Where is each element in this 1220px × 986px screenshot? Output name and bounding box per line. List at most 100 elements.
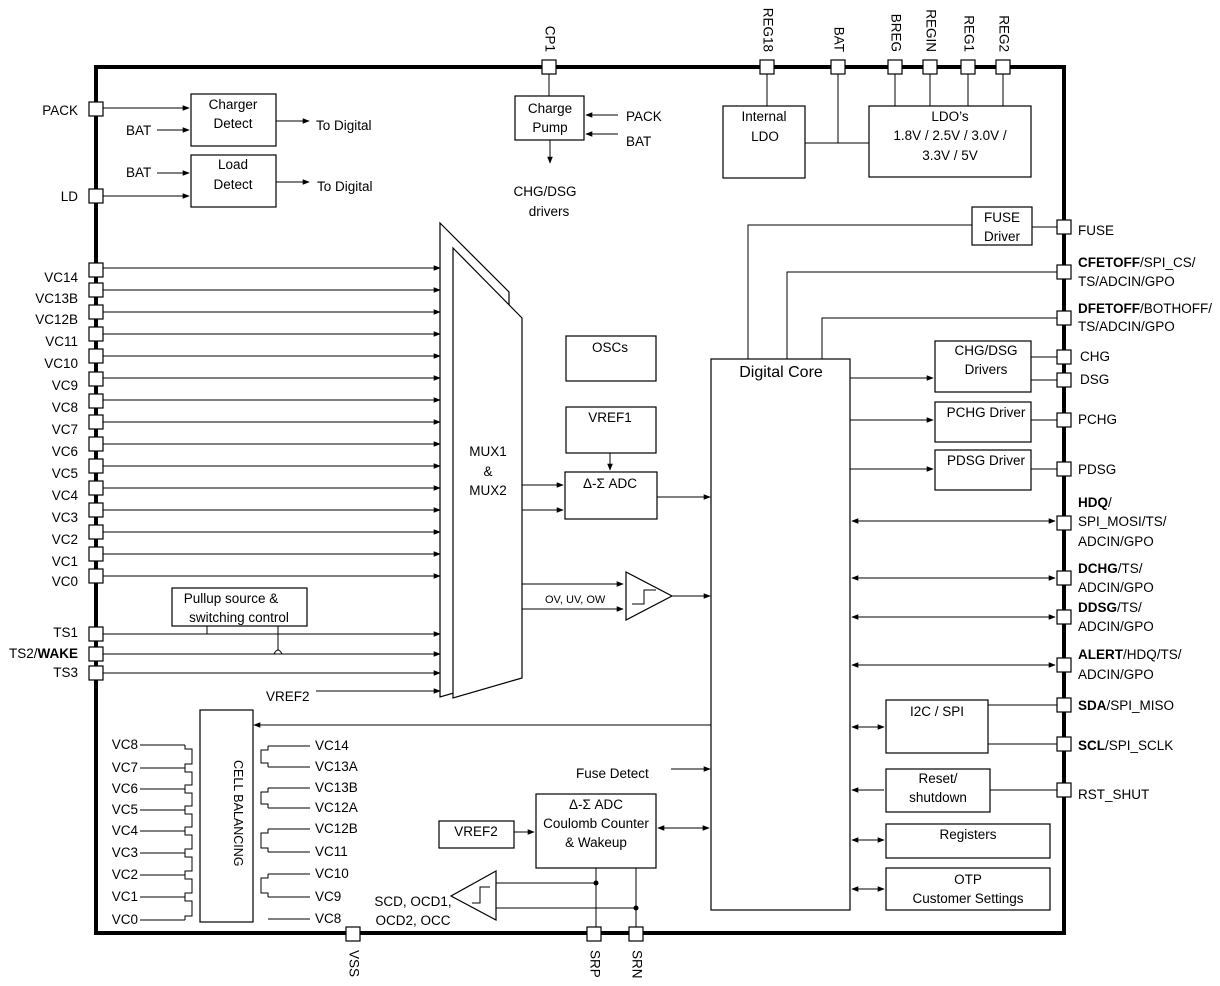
pchg-driver: PCHG Driver xyxy=(850,401,1057,443)
comparator: OV, UV, OW xyxy=(522,571,711,621)
otp-line2: Customer Settings xyxy=(912,891,1023,906)
internal-ldo-line2: LDO xyxy=(751,129,779,144)
pin-alert-bold: ALERT xyxy=(1078,647,1124,662)
vref1-label: VREF1 xyxy=(588,410,632,425)
pin-bat xyxy=(830,59,846,75)
pin-sda-label: SDA/SPI_MISO xyxy=(1078,698,1174,713)
pin-hdq-line2: SPI_MOSI/TS/ xyxy=(1078,514,1167,529)
pin-vc11-label: VC11 xyxy=(45,334,78,349)
ldos-line2: 1.8V / 2.5V / 3.0V / xyxy=(893,128,1007,143)
pin-cp1 xyxy=(541,59,557,75)
pin-hdq-line3: ADCIN/GPO xyxy=(1078,534,1154,549)
pin-alert-line2: ADCIN/GPO xyxy=(1078,667,1154,682)
balancing-left-switch xyxy=(184,853,193,875)
balancing-left-label: VC7 xyxy=(112,760,138,775)
pin-ddsg-label: DDSG/TS/ xyxy=(1078,600,1142,615)
balancing-right-label: VC12A xyxy=(315,800,358,815)
fuse-detect: Fuse Detect xyxy=(576,766,711,781)
balancing-left-label: VC1 xyxy=(112,889,138,904)
balancing-left-switch xyxy=(184,745,193,768)
pin-vc6 xyxy=(88,436,104,452)
pin-rst-shut-label: RST_SHUT xyxy=(1078,787,1149,802)
balancing-left-label: VC5 xyxy=(112,802,138,817)
pin-scl-bold: SCL xyxy=(1078,738,1105,753)
pin-vc13b xyxy=(88,282,104,298)
charger-detect-line1: Charger xyxy=(209,97,258,112)
balancing-left-label: VC3 xyxy=(112,845,138,860)
chg-dsg-drivers-note-line1: CHG/DSG xyxy=(513,184,576,199)
pin-sda-bold: SDA xyxy=(1078,698,1107,713)
pin-ddsg-rest: /TS/ xyxy=(1117,600,1142,615)
pin-srn-label: SRN xyxy=(629,950,644,979)
pin-vc10 xyxy=(88,348,104,364)
pin-dchg xyxy=(1056,570,1072,586)
pchg-driver-label: PCHG Driver xyxy=(947,405,1026,420)
balancing-left-label: VC8 xyxy=(112,737,138,752)
pin-alert xyxy=(1056,657,1072,673)
pin-hdq-label: HDQ/ xyxy=(1078,495,1112,510)
balancing-right-label: VC11 xyxy=(315,844,348,859)
pin-hdq-bold: HDQ xyxy=(1078,495,1108,510)
pin-ts3-label: TS3 xyxy=(53,665,78,680)
pin-dfetoff-bold: DFETOFF xyxy=(1078,301,1140,316)
balancing-left-label: VC6 xyxy=(112,781,138,796)
pin-dfetoff-line2: TS/ADCIN/GPO xyxy=(1078,319,1175,334)
pin-dchg-line2: ADCIN/GPO xyxy=(1078,580,1154,595)
internal-ldo-line1: Internal xyxy=(741,109,786,124)
ldos-line3: 3.3V / 5V xyxy=(922,148,978,163)
balancing-right-switch xyxy=(260,874,269,897)
pin-cp1-label: CP1 xyxy=(542,26,557,52)
charger-detect: Charger Detect BAT To Digital xyxy=(103,93,372,147)
load-detect-line2: Detect xyxy=(213,177,252,192)
ov-uv-ow-label: OV, UV, OW xyxy=(545,594,606,606)
charge-pump-line2: Pump xyxy=(532,120,567,135)
pin-pdsg xyxy=(1056,461,1072,477)
pin-dfetoff-label: DFETOFF/BOTHOFF/ xyxy=(1078,301,1212,316)
pin-sda xyxy=(1056,697,1072,713)
chg-dsg-drivers: CHG/DSG Drivers xyxy=(850,340,1057,393)
charge-pump: Charge Pump PACK BAT CHG/DSG drivers xyxy=(513,74,662,219)
pin-vc7-label: VC7 xyxy=(52,422,78,437)
pin-dfetoff xyxy=(1056,310,1072,326)
ldo-section: Internal LDO LDO’s 1.8V / 2.5V / 3.0V / … xyxy=(722,74,1032,179)
pin-reg1 xyxy=(960,59,976,75)
balancing-left-label: VC0 xyxy=(112,912,138,927)
fuse-driver-line2: Driver xyxy=(984,229,1021,244)
pin-alert-label: ALERT/HDQ/TS/ xyxy=(1078,647,1182,662)
pin-pchg-label: PCHG xyxy=(1078,412,1117,427)
pin-vc11 xyxy=(88,326,104,342)
pin-dfetoff-rest: /BOTHOFF/ xyxy=(1140,301,1212,316)
reset-line2: shutdown xyxy=(909,790,967,805)
pin-chg-label: CHG xyxy=(1080,349,1110,364)
pin-chg xyxy=(1056,349,1072,365)
balancing-right-label: VC8 xyxy=(315,911,341,926)
balancing-left-switch xyxy=(184,789,193,810)
balancing-right-switch xyxy=(260,788,269,808)
pin-ddsg-line2: ADCIN/GPO xyxy=(1078,619,1154,634)
pin-reg18 xyxy=(759,59,775,75)
vref2-cc-label: VREF2 xyxy=(454,824,498,839)
pin-vc4-label: VC4 xyxy=(52,488,79,503)
pullup-line1: Pullup source & xyxy=(184,591,279,606)
core-top-lines xyxy=(747,224,1057,359)
pin-bat-label: BAT xyxy=(831,27,846,52)
cell-balancing-label: CELL BALANCING xyxy=(231,760,245,867)
bottom-pins: VSS SRP SRN xyxy=(345,926,644,979)
pin-vss xyxy=(345,926,361,942)
balancing-right-switch xyxy=(260,746,269,767)
pin-alert-rest: /HDQ/TS/ xyxy=(1123,647,1182,662)
pin-scl-rest: /SPI_SCLK xyxy=(1105,738,1173,753)
pin-vc14-label: VC14 xyxy=(44,270,78,285)
i2c-spi: I2C / SPI xyxy=(851,699,1057,754)
pin-fuse-label: FUSE xyxy=(1078,223,1114,238)
pin-breg-label: BREG xyxy=(888,14,903,52)
chg-dsg-drivers-line1: CHG/DSG xyxy=(954,343,1017,358)
chg-dsg-drivers-note-line2: drivers xyxy=(529,204,570,219)
vref2-mux-label: VREF2 xyxy=(266,689,310,704)
balancing-left-switch xyxy=(184,768,193,789)
scd-line1: SCD, OCD1, xyxy=(374,894,451,909)
pin-ddsg-bold: DDSG xyxy=(1078,600,1117,615)
fuse-driver-line1: FUSE xyxy=(984,210,1020,225)
registers-label: Registers xyxy=(939,827,996,842)
pdsg-driver-label: PDSG Driver xyxy=(947,453,1026,468)
